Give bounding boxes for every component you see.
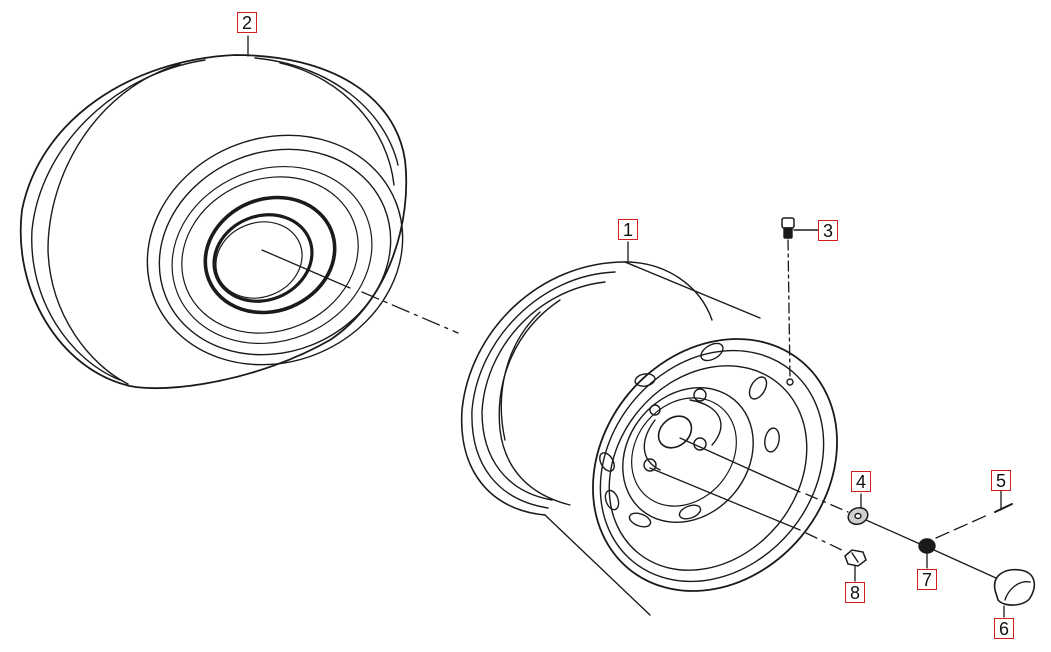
washer xyxy=(847,506,869,526)
hub-cap xyxy=(993,568,1036,606)
callout-5: 5 xyxy=(991,470,1011,491)
callout-7: 7 xyxy=(917,569,937,590)
valve-stem xyxy=(781,217,819,239)
tire xyxy=(19,54,408,390)
callout-6: 6 xyxy=(994,618,1014,639)
lug-nut xyxy=(844,549,867,567)
castle-nut xyxy=(918,538,936,554)
callout-3: 3 xyxy=(818,220,838,241)
rim xyxy=(460,261,838,616)
callout-2: 2 xyxy=(237,12,257,33)
callout-4: 4 xyxy=(851,471,871,492)
cotter-pin xyxy=(994,503,1013,513)
callout-8: 8 xyxy=(845,582,865,603)
axis-lines xyxy=(247,35,1005,618)
callout-1: 1 xyxy=(618,219,638,240)
